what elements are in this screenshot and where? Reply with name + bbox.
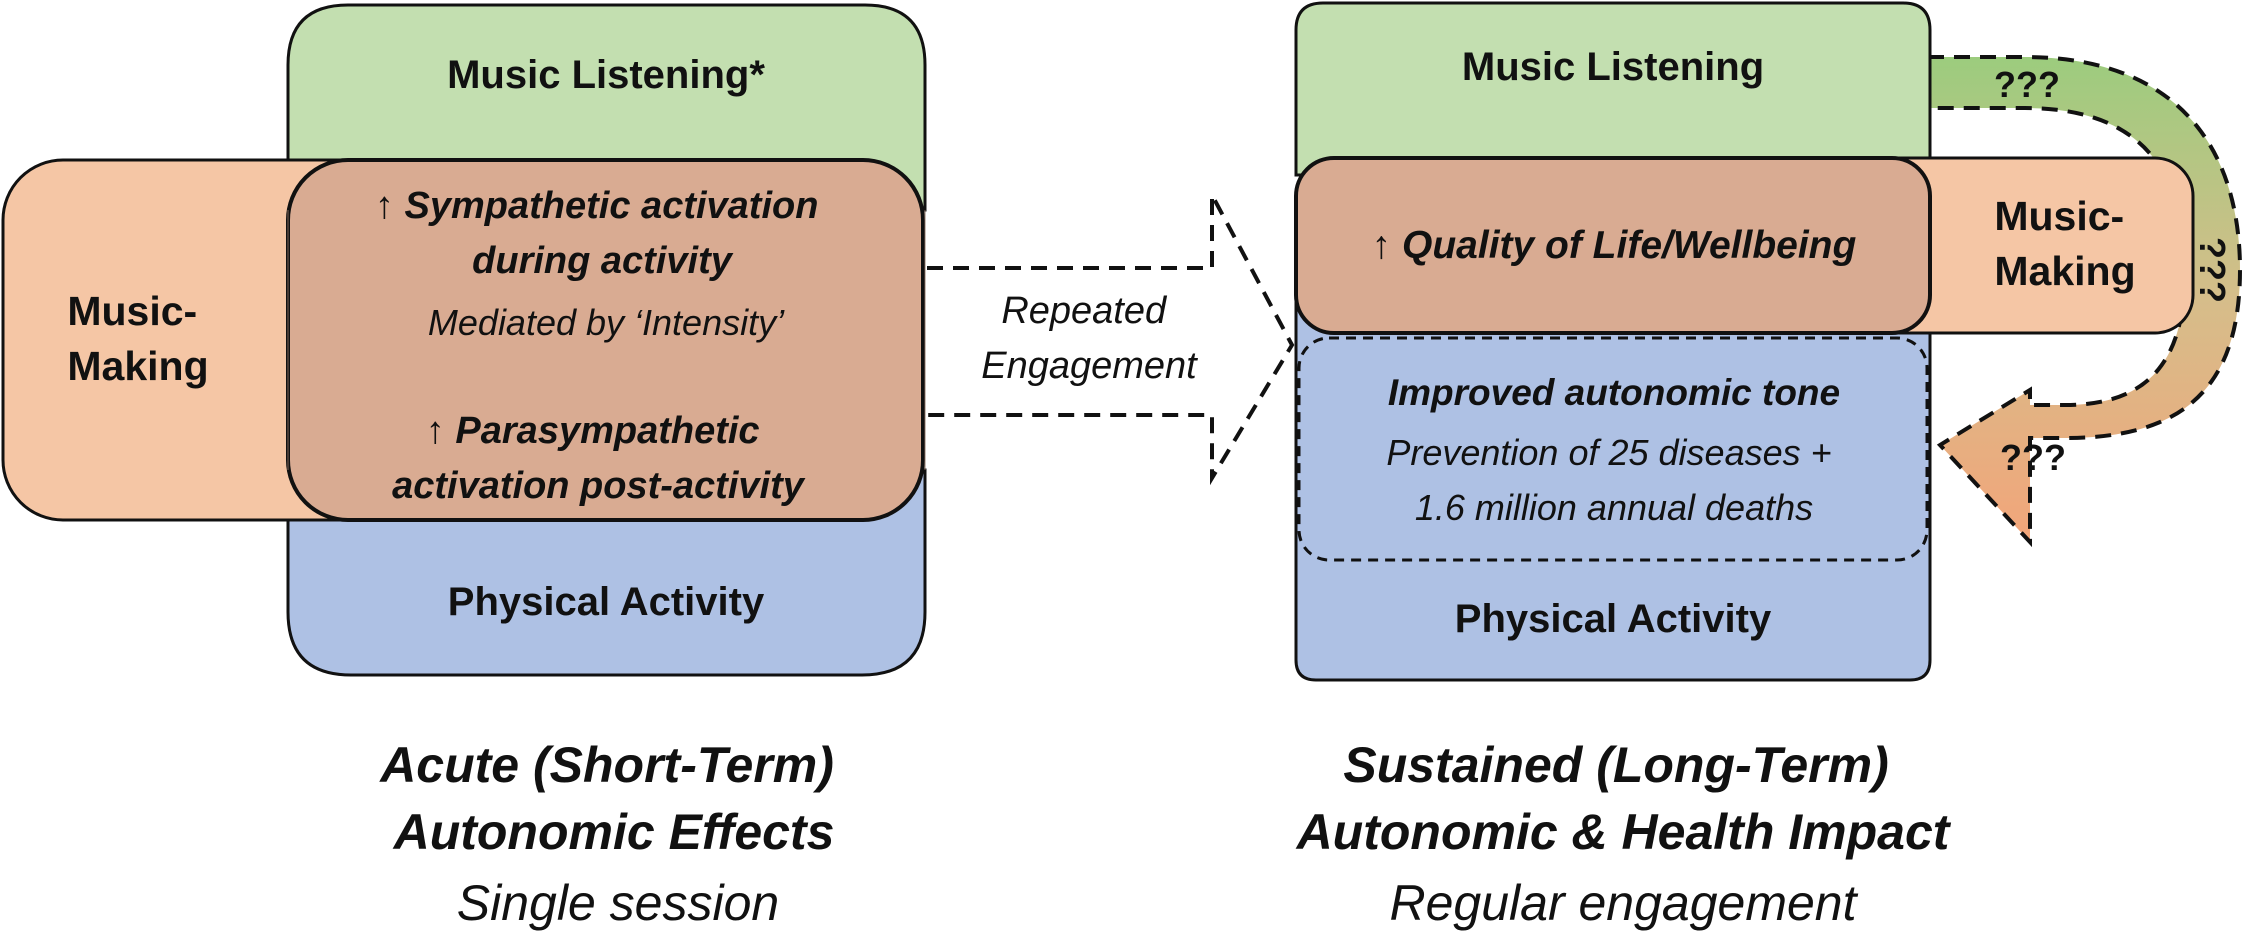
right-music-listening-label: Music Listening <box>1462 45 1764 89</box>
autonomic-tone-text: Improved autonomic tone <box>1388 372 1840 413</box>
right-physical-activity-box <box>1294 298 1932 682</box>
right-caption-subtitle: Regular engagement <box>1390 875 1859 931</box>
autonomic-tone-box <box>1297 336 1929 562</box>
left-caption-subtitle: Single session <box>457 875 779 931</box>
left-panel: Music Listening* Music- Making Physical … <box>1 3 927 677</box>
right-music-listening-box <box>1294 1 1932 177</box>
prevention-text: Prevention of 25 diseases + 1.6 million … <box>1386 432 1841 528</box>
right-overlap-box <box>1294 156 1932 335</box>
right-quality-of-life-text: ↑ Quality of Life/Wellbeing <box>1372 224 1857 267</box>
repeated-engagement-label: Repeated Engagement <box>981 290 1198 387</box>
unknown-label-bottom: ??? <box>2000 437 2066 478</box>
unknown-label-top: ??? <box>1994 64 2060 105</box>
right-music-making-label: Music- Making <box>1994 193 2135 294</box>
left-music-making-label: Music- Making <box>67 288 208 389</box>
unknown-label-side: ??? <box>2192 237 2233 303</box>
left-parasympathetic-text: ↑ Parasympathetic activation post-activi… <box>392 410 806 507</box>
right-panel: Music Listening ↑ Quality of Life/Wellbe… <box>1294 1 2243 682</box>
left-sympathetic-text: ↑ Sympathetic activation during activity <box>375 185 829 282</box>
left-music-listening-label: Music Listening* <box>447 53 765 97</box>
repeated-engagement-arrow: Repeated Engagement <box>927 194 1295 486</box>
right-caption-title: Sustained (Long-Term) Autonomic & Health… <box>1295 737 1952 860</box>
right-caption: Sustained (Long-Term) Autonomic & Health… <box>1295 737 1952 931</box>
right-physical-activity-label: Physical Activity <box>1455 597 1772 641</box>
left-caption: Acute (Short-Term) Autonomic Effects Sin… <box>378 737 848 931</box>
left-caption-title: Acute (Short-Term) Autonomic Effects <box>378 737 848 860</box>
left-mediated-text: Mediated by ‘Intensity’ <box>428 302 785 343</box>
left-physical-activity-label: Physical Activity <box>448 580 765 624</box>
